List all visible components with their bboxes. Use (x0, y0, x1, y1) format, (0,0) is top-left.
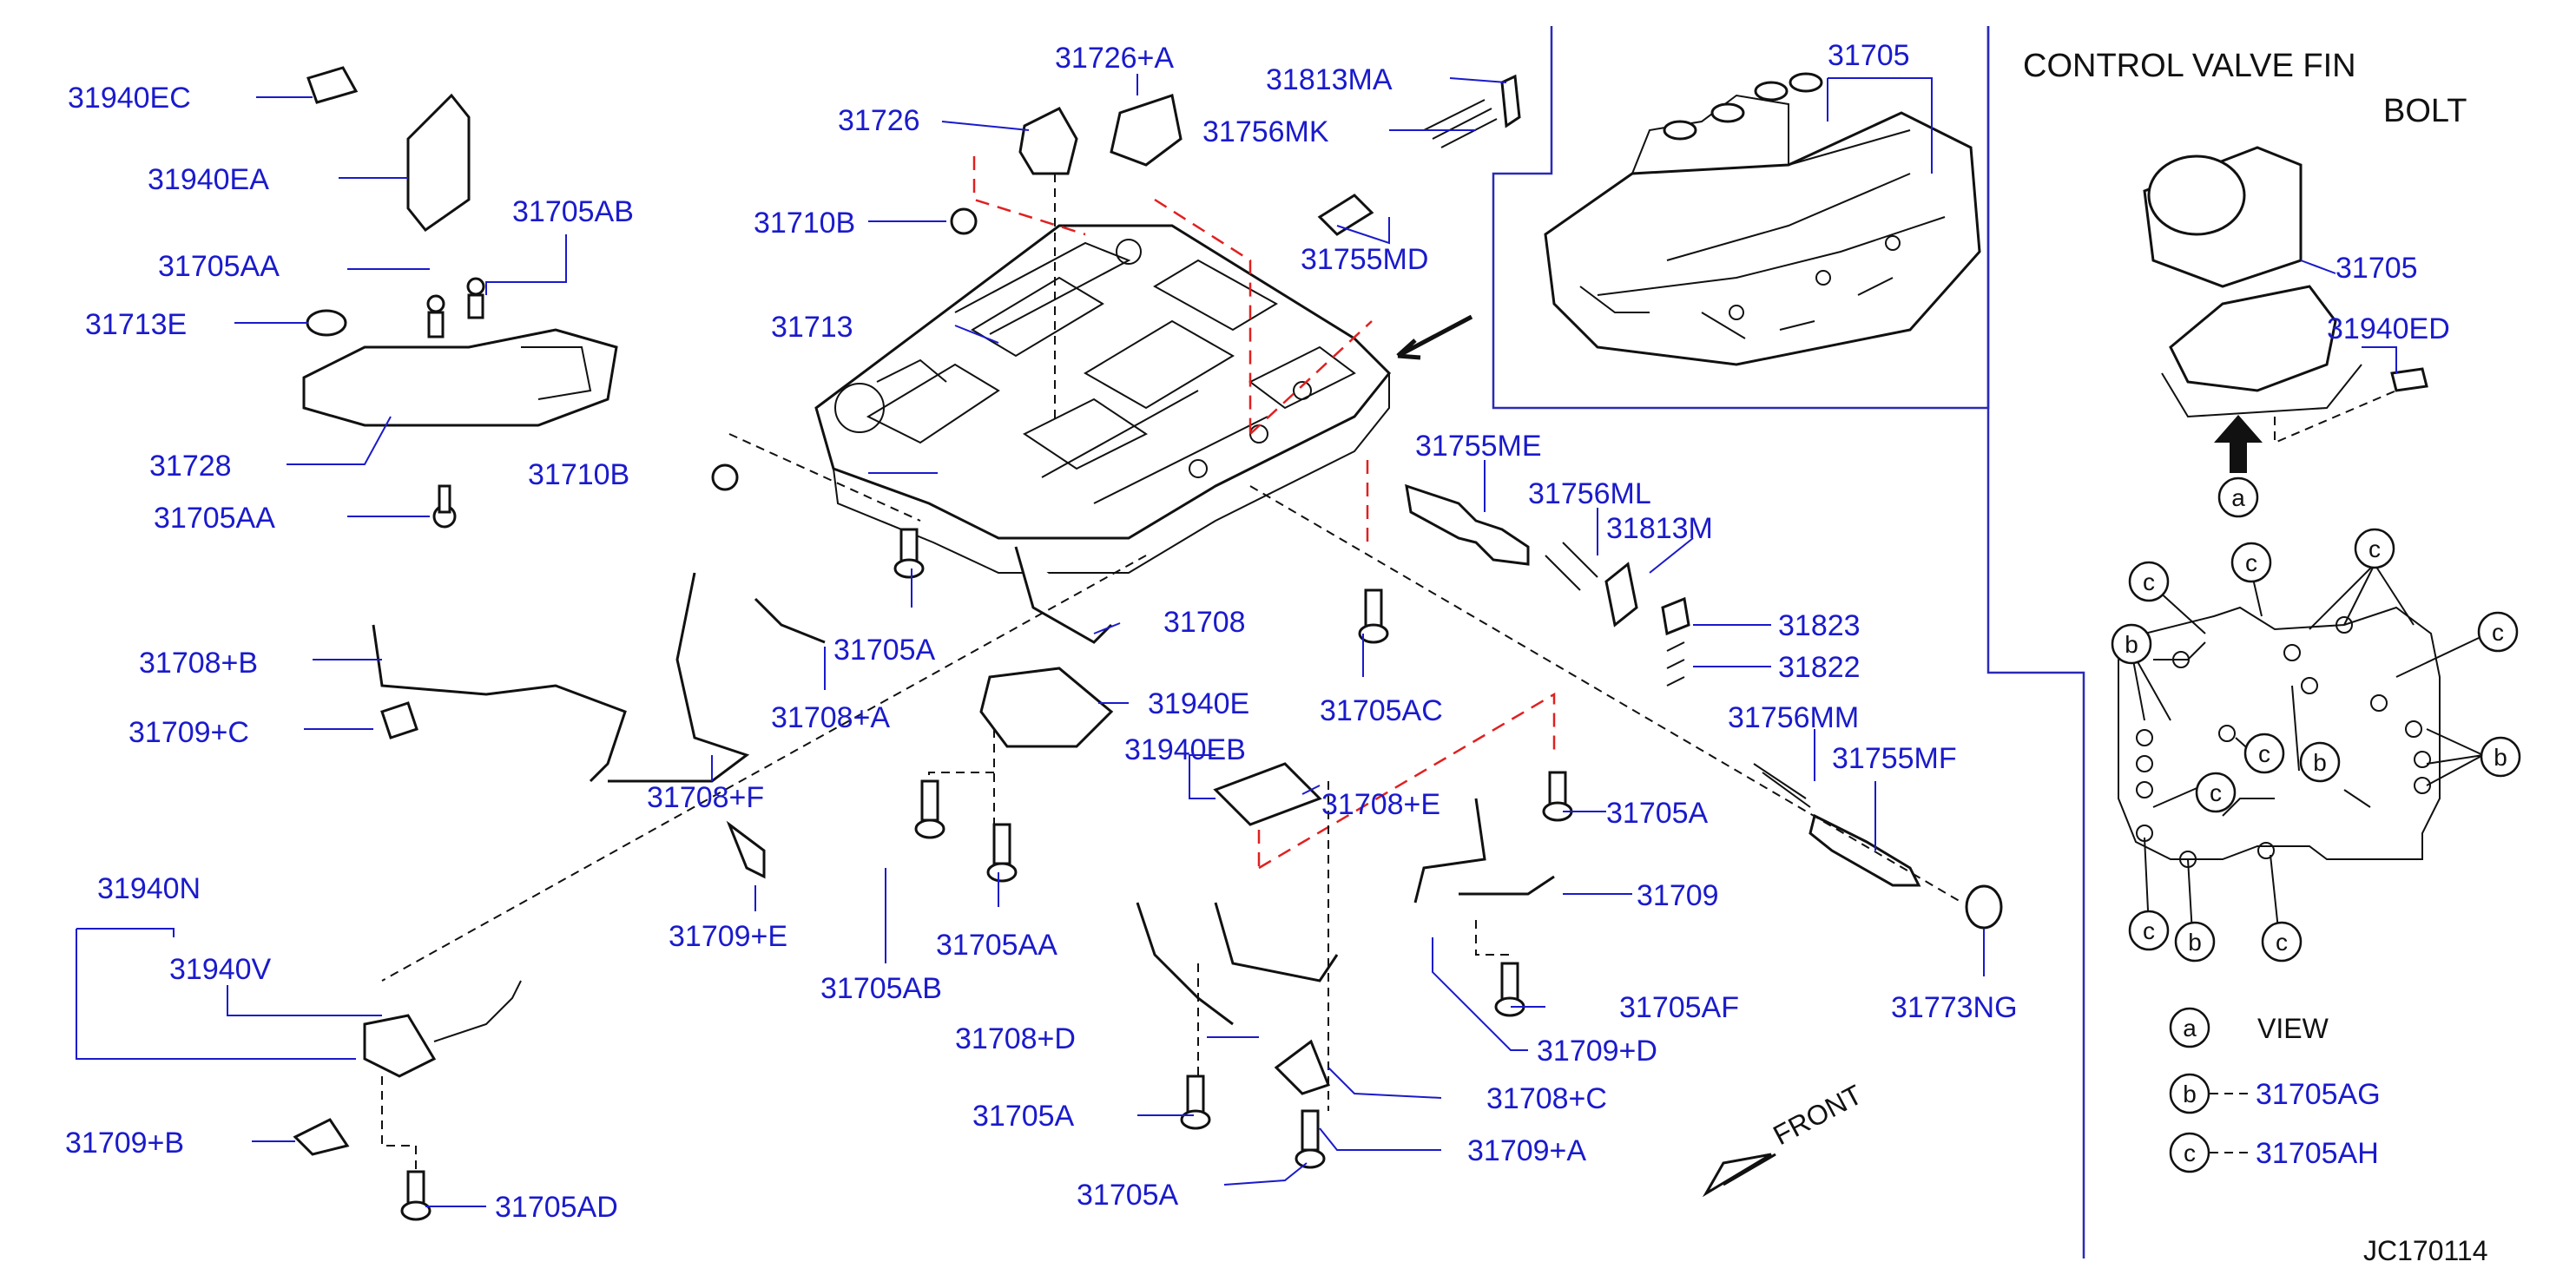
view-c-1: c (2143, 568, 2155, 595)
label-31823: 31823 (1778, 609, 1861, 642)
label-31705A-1: 31705A (833, 634, 936, 667)
reference-lines-red (972, 156, 1556, 870)
label-31705-side: 31705 (2336, 252, 2418, 285)
legend-view-label: VIEW (2257, 1013, 2329, 1044)
label-31705AB-2: 31705AB (820, 972, 942, 1005)
label-31713E: 31713E (85, 308, 187, 341)
parts-dashed-guides (381, 433, 1511, 1172)
label-31708D: 31708+D (955, 1022, 1076, 1055)
front-indicator: FRONT (1702, 1079, 1868, 1198)
legend-a-letter: a (2183, 1015, 2197, 1042)
label-31705A-4: 31705A (1077, 1179, 1179, 1212)
parts-upper-left (302, 66, 978, 529)
legend-c-part: 31705AH (2256, 1137, 2379, 1170)
label-31709: 31709 (1637, 879, 1719, 912)
view-b-2: b (2313, 749, 2327, 776)
label-31773NG: 31773NG (1891, 991, 2018, 1024)
label-31705AF: 31705AF (1619, 991, 1739, 1024)
label-31822: 31822 (1778, 651, 1861, 684)
parts-tubes (293, 546, 1555, 1156)
view-a-callouts: c c c c b c b c b c b c (2111, 528, 2521, 963)
label-31709E: 31709+E (669, 920, 787, 953)
front-label: FRONT (1768, 1079, 1867, 1152)
view-c-2: c (2245, 549, 2257, 576)
view-a-circle (2217, 476, 2259, 518)
inset-frame (1492, 26, 2085, 1258)
label-31940V: 31940V (169, 953, 272, 986)
label-31708E: 31708+E (1321, 788, 1440, 821)
view-arrow (1396, 314, 1473, 360)
legend-b-part: 31705AG (2256, 1078, 2381, 1111)
label-31713: 31713 (771, 311, 853, 344)
label-31755MF: 31755MF (1832, 742, 1957, 775)
label-31755ME: 31755ME (1415, 430, 1542, 463)
view-c-5: c (2258, 740, 2270, 767)
title-line-2: BOLT (2383, 93, 2467, 129)
parts-bolts (400, 528, 1573, 1221)
label-31940EB: 31940EB (1124, 733, 1246, 766)
leader-lines (76, 74, 1985, 1207)
label-31708B: 31708+B (139, 647, 258, 680)
label-31940EA: 31940EA (148, 163, 269, 196)
view-b-1: b (2125, 631, 2138, 658)
label-31708F: 31708+F (647, 781, 764, 814)
label-31940E: 31940E (1148, 687, 1249, 720)
leader-31705-inset (1827, 77, 1933, 174)
label-31756MM: 31756MM (1728, 701, 1859, 734)
label-31710B-2: 31710B (528, 458, 629, 491)
label-31705-inset: 31705 (1828, 39, 1910, 72)
view-c-6: c (2210, 779, 2222, 806)
label-31708C: 31708+C (1486, 1082, 1607, 1115)
label-31726A: 31726+A (1055, 42, 1174, 75)
label-31813M: 31813M (1606, 512, 1713, 545)
legend-b-letter: b (2183, 1081, 2197, 1107)
label-31705AC: 31705AC (1320, 694, 1443, 727)
view-a-outline (2118, 606, 2441, 868)
view-b-4: b (2188, 929, 2202, 956)
legend-c-letter: c (2184, 1140, 2196, 1166)
view-b-3: b (2494, 744, 2507, 771)
label-31705AA-3: 31705AA (936, 929, 1057, 962)
part-labels: 31940EC 31940EA 31705AB 31705AA 31713E 3… (65, 42, 2018, 1224)
view-c-3: c (2368, 536, 2381, 562)
label-31709A: 31709+A (1467, 1134, 1586, 1167)
label-31756MK: 31756MK (1202, 115, 1329, 148)
view-a-arrow (2214, 415, 2263, 473)
legend: a VIEW b 31705AG c 31705AH (2169, 1007, 2381, 1173)
label-31755MD: 31755MD (1301, 243, 1428, 276)
label-31728: 31728 (149, 450, 232, 483)
parts-right-center (1249, 483, 2003, 930)
label-31940N: 31940N (97, 872, 201, 905)
parts-top-center (1018, 74, 1521, 421)
title-line-1: CONTROL VALVE FIN (2023, 48, 2356, 84)
label-31709C: 31709+C (128, 716, 249, 749)
label-31705AA-1: 31705AA (158, 250, 280, 283)
view-c-8: c (2276, 929, 2288, 956)
diagram-code: JC170114 (2363, 1235, 2488, 1266)
inset-valve-assembly (1544, 72, 1981, 366)
label-31708A: 31708+A (771, 701, 890, 734)
valve-body-main (814, 224, 1392, 574)
label-31726: 31726 (838, 104, 920, 137)
label-31709B: 31709+B (65, 1127, 184, 1160)
label-31710B-1: 31710B (754, 207, 855, 240)
label-31705A-2: 31705A (1606, 797, 1709, 830)
view-c-7: c (2143, 917, 2155, 944)
side-assembly-small (2143, 146, 2428, 444)
label-31940EC: 31940EC (68, 82, 191, 115)
view-c-4: c (2492, 619, 2504, 646)
label-31756ML: 31756ML (1528, 477, 1651, 510)
label-31705AD: 31705AD (495, 1191, 618, 1224)
label-31705AA-2: 31705AA (154, 502, 275, 535)
label-31708: 31708 (1163, 606, 1246, 639)
view-a-letter: a (2231, 484, 2245, 511)
label-31709D: 31709+D (1537, 1035, 1657, 1068)
leader-31705-side (2300, 260, 2336, 274)
label-31813MA: 31813MA (1266, 63, 1393, 96)
label-31940ED: 31940ED (2327, 312, 2450, 345)
label-31705A-3: 31705A (972, 1100, 1075, 1133)
label-31705AB-top: 31705AB (512, 195, 634, 228)
leader-31940ED (2362, 346, 2397, 373)
